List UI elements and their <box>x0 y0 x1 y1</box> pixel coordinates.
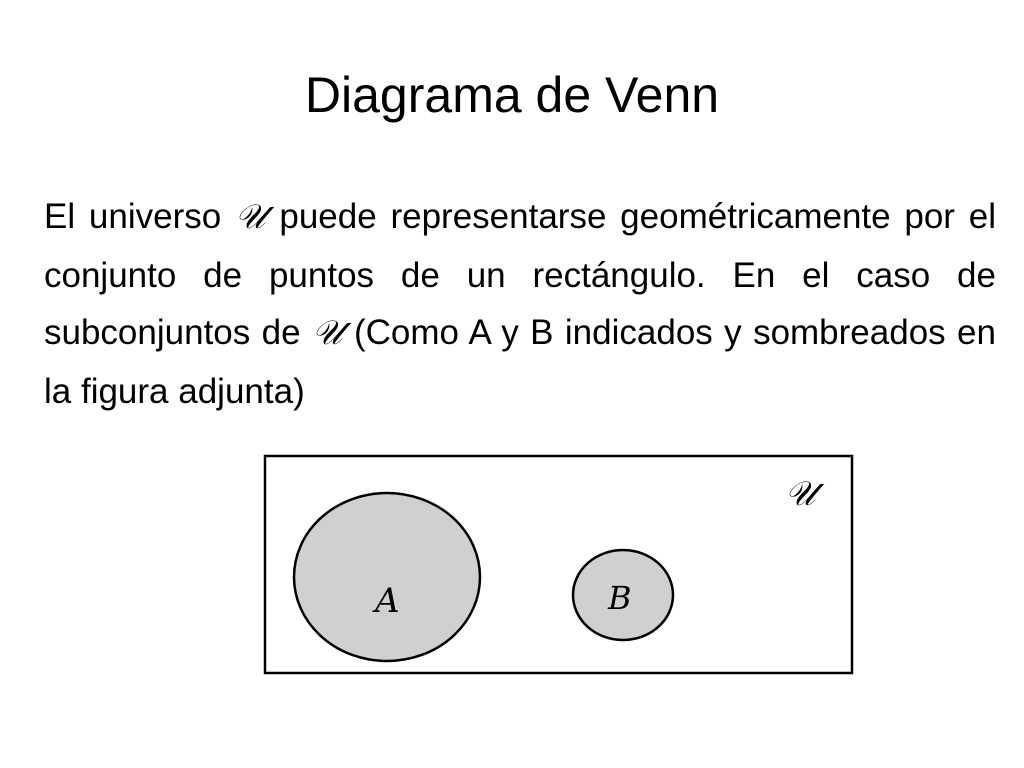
paragraph-text-3: (Como A y B indicados y sombreados en la… <box>44 313 996 411</box>
set-b-label: B <box>607 579 632 617</box>
venn-diagram: 𝒰 A B <box>263 454 854 675</box>
set-b-circle <box>571 548 675 642</box>
universe-symbol-inline-2: 𝒰 <box>311 313 343 353</box>
set-a-circle <box>292 491 482 663</box>
slide-title: Diagrama de Venn <box>304 67 720 123</box>
set-a-label: A <box>372 581 400 621</box>
universe-symbol-inline: 𝒰 <box>234 197 266 237</box>
paragraph-text-2: puede representarse geométricamente por … <box>44 197 996 352</box>
slide-paragraph: El universo 𝒰 puede representarse geomét… <box>44 188 996 420</box>
paragraph-text-1: El universo <box>44 197 235 236</box>
